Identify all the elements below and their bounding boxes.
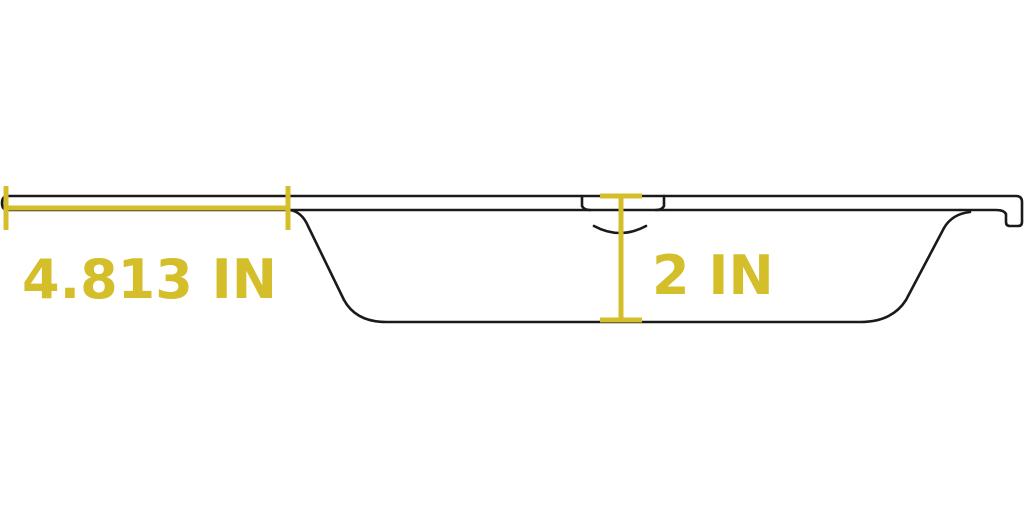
- handle-length-dimension: 4.813 IN: [3, 186, 291, 311]
- depth-label: 2 IN: [652, 244, 774, 307]
- skillet-rim-top: [6, 194, 1024, 228]
- skillet-spout-notch: [580, 194, 666, 212]
- skillet-body: [288, 208, 972, 324]
- depth-dimension: 2 IN: [600, 193, 774, 323]
- handle-length-label: 4.813 IN: [22, 248, 277, 311]
